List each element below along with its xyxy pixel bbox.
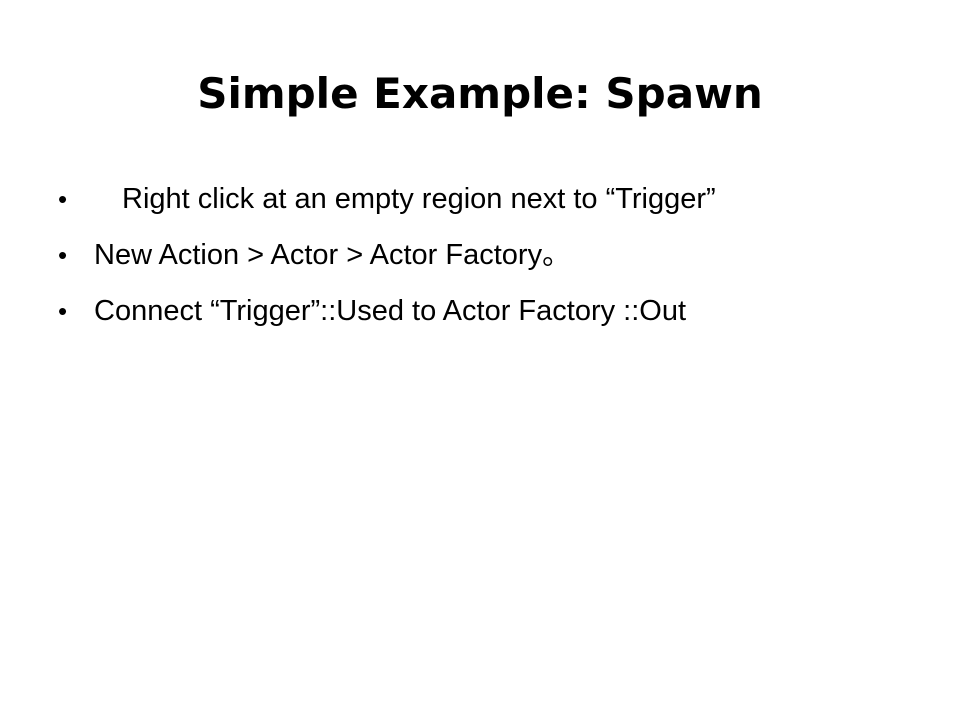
bullet-list: • Right click at an empty region next to…: [58, 176, 918, 344]
bullet-text: Connect “Trigger”::Used to Actor Factory…: [94, 295, 687, 327]
bullet-text: Right click at an empty region next to “…: [122, 183, 716, 215]
bullet-item: • New Action > Actor > Actor Factory。: [58, 232, 918, 278]
slide-title: Simple Example: Spawn: [197, 69, 763, 118]
bullet-item: • Right click at an empty region next to…: [58, 176, 918, 222]
bullet-item: • Connect “Trigger”::Used to Actor Facto…: [58, 288, 918, 334]
bullet-marker: •: [58, 240, 68, 270]
bullet-text: New Action > Actor > Actor Factory。: [94, 239, 572, 271]
bullet-marker: •: [58, 184, 68, 214]
bullet-marker: •: [58, 296, 68, 326]
